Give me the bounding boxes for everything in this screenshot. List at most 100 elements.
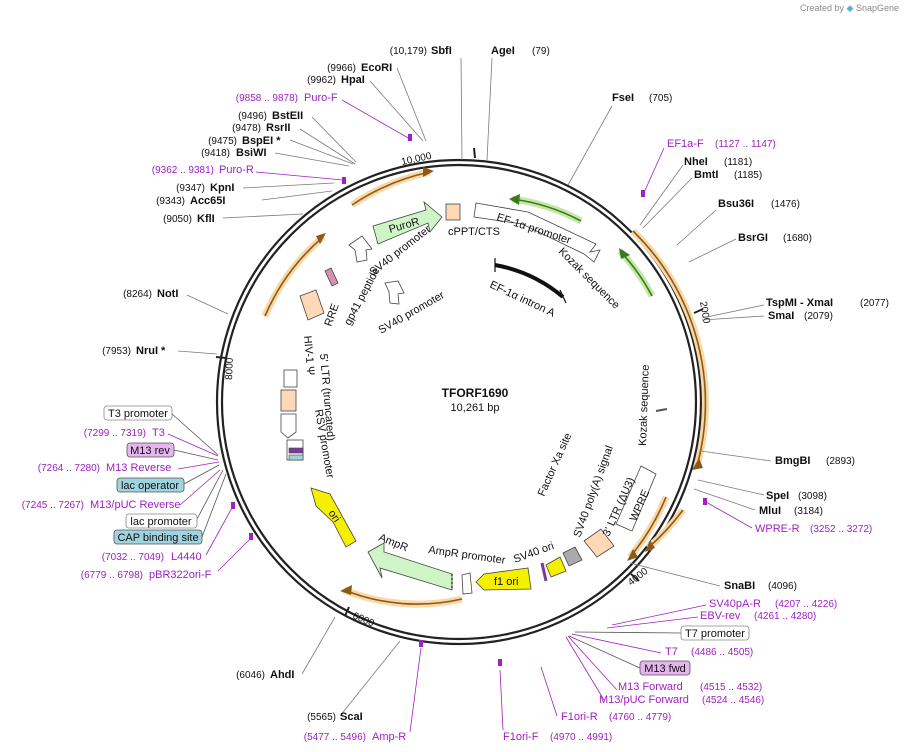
site-nhei[interactable]: NheI(1181) (684, 156, 752, 168)
site-noti[interactable]: (8264)NotI (123, 288, 178, 300)
site-acc65i[interactable]: (9343)Acc65I (156, 195, 225, 207)
primer-ebv-rev[interactable]: EBV-rev(4261 .. 4280) (700, 610, 816, 622)
tick-mark-2000 (693, 308, 704, 314)
svg-text:T7 promoter: T7 promoter (685, 628, 745, 640)
feature-cap-binding-site[interactable]: CAP binding site (113, 529, 203, 545)
svg-text:(1127 .. 1147): (1127 .. 1147) (715, 139, 776, 150)
primer-amp-r[interactable]: (5477 .. 5496)Amp-R (304, 731, 407, 743)
site-name: BsrGI (738, 232, 768, 244)
site-name: AgeI (491, 45, 515, 57)
site-kfli[interactable]: (9050)KflI (163, 213, 215, 225)
site-tspmi-xmai[interactable]: TspMI - XmaI(2077) (766, 297, 889, 309)
site-spei[interactable]: SpeI(3098) (766, 490, 827, 502)
feature-m13-fwd[interactable]: M13 fwd (639, 660, 691, 676)
site-kpni[interactable]: (9347)KpnI (176, 182, 234, 194)
primer-pbr322ori-f[interactable]: (6779 .. 6798)pBR322ori-F (81, 569, 212, 581)
ltr3-shape[interactable] (583, 528, 615, 558)
primer-m13-forward[interactable]: M13 Forward(4515 .. 4532) (618, 681, 762, 693)
wpre-shape[interactable] (615, 465, 657, 532)
site-pos: (9962) (307, 75, 336, 86)
orf-arrowhead-2 (627, 549, 638, 561)
svg-text:(9362 .. 9381): (9362 .. 9381) (152, 165, 214, 176)
site-bsrgi[interactable]: BsrGI(1680) (738, 232, 812, 244)
site-agei[interactable]: AgeI(79) (491, 45, 550, 57)
snapgene-logo-icon: ◆ (846, 3, 854, 13)
sv40-ori-shape[interactable] (545, 556, 567, 578)
sv40-promoter-arrow-2[interactable] (384, 280, 405, 305)
gp41-shape[interactable] (324, 267, 339, 287)
orf-arrowhead-1 (692, 458, 703, 470)
site-name: BspEI * (242, 135, 281, 147)
feature-m13-rev[interactable]: M13 rev (126, 442, 175, 458)
sv40-polya-shape[interactable] (562, 546, 583, 567)
svg-text:CAP binding site: CAP binding site (117, 532, 198, 544)
ef1a-promoter-arrow[interactable] (473, 202, 601, 263)
boxed-features: T7 promoter M13 fwd T3 promoter M13 rev … (103, 405, 750, 676)
ltr5-arrow[interactable] (280, 413, 297, 439)
tick-mark-6000 (344, 606, 350, 617)
primer-m13-puc-reverse[interactable]: (7245 .. 7267)M13/pUC Reverse (22, 499, 181, 511)
feature-t7-promoter[interactable]: T7 promoter (680, 625, 750, 641)
site-scai[interactable]: (5565)ScaI (307, 711, 363, 723)
site-nrui[interactable]: (7953)NruI * (102, 345, 166, 357)
primer-l4440[interactable]: (7032 .. 7049)L4440 (102, 551, 202, 563)
ori-shape[interactable] (310, 487, 357, 548)
puror-shape[interactable] (372, 200, 443, 245)
site-name: NotI (157, 288, 178, 300)
primer-sv40pa-r[interactable]: SV40pA-R(4207 .. 4226) (709, 598, 837, 610)
svg-text:T3: T3 (152, 427, 165, 439)
feature-lac-promoter[interactable]: lac promoter (125, 513, 198, 529)
site-snabi[interactable]: SnaBI(4096) (724, 580, 797, 592)
svg-text:(4515 .. 4532): (4515 .. 4532) (700, 682, 762, 693)
svg-text:SV40pA-R: SV40pA-R (709, 598, 761, 610)
ltr5-shape[interactable] (280, 389, 297, 412)
tick-label-2000: 2000 (697, 301, 712, 325)
feature-t3-promoter[interactable]: T3 promoter (103, 405, 173, 421)
svg-text:pBR322ori-F: pBR322ori-F (149, 569, 212, 581)
rre-shape[interactable] (299, 289, 325, 321)
svg-text:T3 promoter: T3 promoter (108, 408, 168, 420)
svg-text:lac operator: lac operator (121, 480, 179, 492)
primer-ef1a-f[interactable]: EF1a-F (1127 .. 1147) (667, 138, 776, 150)
primer-m13-reverse[interactable]: (7264 .. 7280)M13 Reverse (38, 462, 172, 474)
site-ahdi[interactable]: (6046)AhdI (236, 669, 294, 681)
primer-puro-r[interactable]: (9362 .. 9381)Puro-R (152, 164, 254, 176)
site-pos: (9475) (208, 136, 237, 147)
f1-ori-shape[interactable] (475, 567, 532, 591)
ef1a-intron-arc[interactable] (494, 263, 565, 299)
site-fsei[interactable]: FseI(705) (612, 92, 672, 104)
ampr-promoter-shape[interactable] (461, 572, 473, 595)
svg-text:M13/pUC Forward: M13/pUC Forward (599, 694, 689, 706)
primer-f1ori-r[interactable]: F1ori-R(4760 .. 4779) (561, 711, 671, 723)
site-bsu36i[interactable]: Bsu36I(1476) (718, 198, 800, 210)
primer-t3[interactable]: (7299 .. 7319)T3 (84, 427, 165, 439)
cppt-cts-shape[interactable] (445, 203, 461, 221)
site-mlui[interactable]: MluI(3184) (759, 505, 823, 517)
site-name: FseI (612, 92, 634, 104)
site-bmgbi[interactable]: BmgBI(2893) (775, 455, 855, 467)
site-pos: (9050) (163, 214, 192, 225)
primer-markers (231, 134, 707, 666)
site-hpai[interactable]: (9962)HpaI (307, 74, 365, 86)
svg-text:T7: T7 (665, 646, 678, 658)
site-smai[interactable]: SmaI(2079) (768, 310, 833, 322)
primer-t7[interactable]: T7(4486 .. 4505) (665, 646, 753, 658)
hiv-psi-shape[interactable] (283, 369, 298, 388)
primer-wpre-r[interactable]: WPRE-R(3252 .. 3272) (755, 523, 872, 535)
site-bsiwi[interactable]: (9418)BsiWI (201, 147, 266, 159)
svg-text:F1ori-F: F1ori-F (503, 731, 539, 743)
svg-text:(9858 .. 9878): (9858 .. 9878) (236, 93, 298, 104)
kozak-mark[interactable] (655, 408, 668, 412)
site-bsteii[interactable]: (9496)BstEII (238, 110, 303, 122)
primer-m13-puc-forward[interactable]: M13/pUC Forward(4524 .. 4546) (599, 694, 764, 706)
site-sbfi[interactable]: (10,179)SbfI (390, 45, 452, 57)
primer-puro-f[interactable]: (9858 .. 9878)Puro-F (236, 92, 338, 104)
svg-text:EF1a-F: EF1a-F (667, 138, 704, 150)
site-rsrii[interactable]: (9478)RsrII (232, 122, 290, 134)
site-ecori[interactable]: (9966)EcoRI (327, 62, 392, 74)
feature-lac-operator[interactable]: lac operator (116, 477, 185, 493)
primer-f1ori-f[interactable]: F1ori-F(4970 .. 4991) (503, 731, 612, 743)
site-bspei[interactable]: (9475) BspEI * (208, 135, 281, 147)
site-bmti[interactable]: BmtI(1185) (694, 169, 762, 181)
sv40-promoter-arrow-1[interactable] (348, 235, 373, 263)
